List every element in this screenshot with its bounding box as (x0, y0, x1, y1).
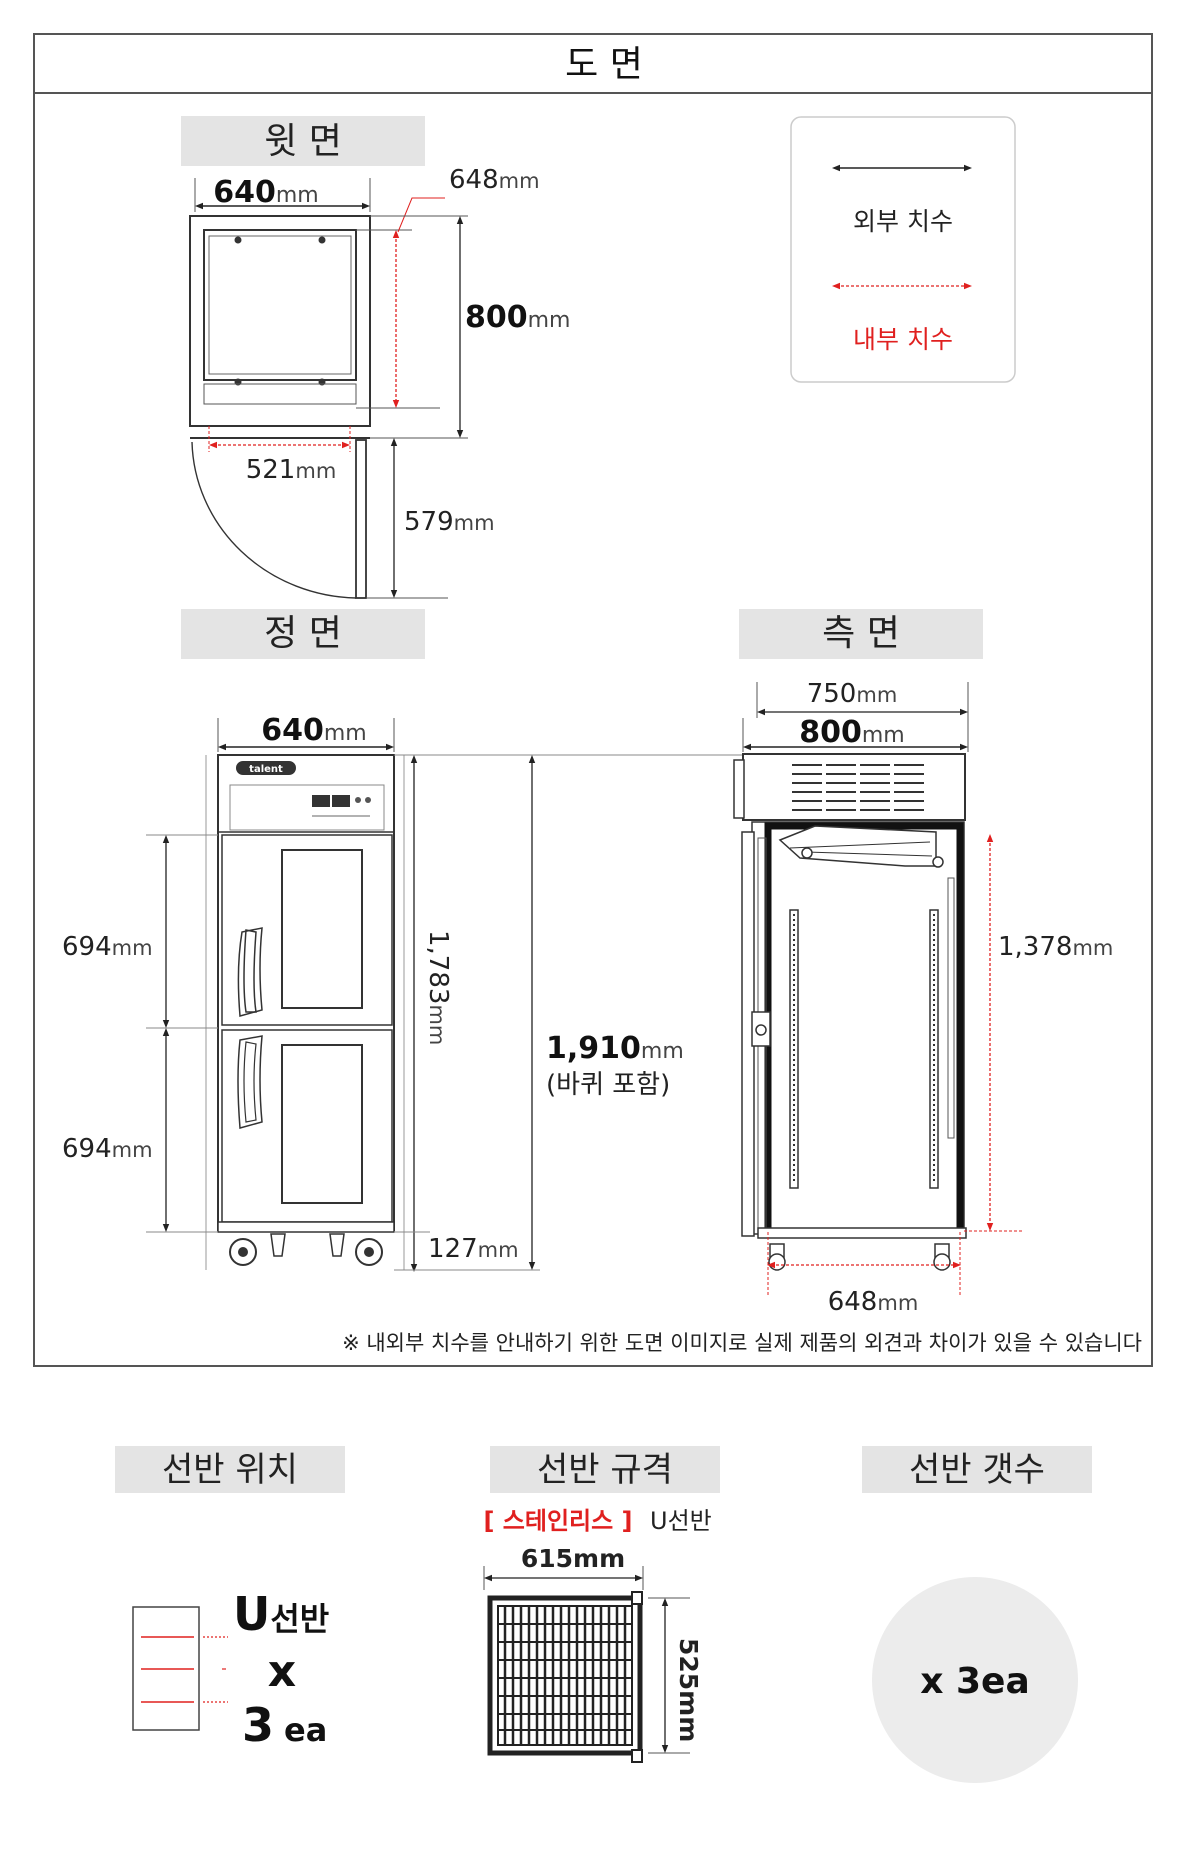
side-view: 측 면 750mm 800mm (733, 609, 1113, 1317)
caster-height-value: 127 (428, 1234, 478, 1264)
svg-text:3ea: 3ea (242, 1698, 327, 1752)
svg-text:750mm: 750mm (807, 679, 898, 709)
total-height-note: (바퀴 포함) (546, 1070, 670, 1100)
svg-text:127mm: 127mm (428, 1234, 519, 1264)
svg-text:640mm: 640mm (261, 713, 367, 748)
side-view-label: 측 면 (822, 613, 900, 654)
main-title: 도 면 (565, 44, 643, 85)
svg-text:U선반: U선반 (233, 1587, 329, 1641)
svg-text:648mm: 648mm (828, 1287, 919, 1317)
svg-text:1,378mm: 1,378mm (998, 932, 1113, 962)
top-depth-value: 800 (465, 300, 528, 335)
shelf-position-label: 선반 위치 (162, 1450, 298, 1490)
shelf-grid (487, 1591, 643, 1763)
svg-text:800mm: 800mm (465, 300, 571, 335)
front-view-label: 정 면 (264, 613, 342, 654)
shelf-material: [ 스테인리스 ] (483, 1507, 632, 1535)
shelf-type-u: U (233, 1587, 270, 1641)
shelf-spec-label: 선반 규격 (537, 1450, 673, 1490)
notice-text: ※ 내외부 치수를 안내하기 위한 도면 이미지로 실제 제품의 외견과 차이가… (342, 1331, 1142, 1355)
shelf-count-circle (872, 1577, 1078, 1783)
shelf-spec-section: 선반 규격 [ 스테인리스 ] U선반 615mm (483, 1446, 720, 1763)
shelf-count-label: 선반 갯수 (909, 1450, 1045, 1490)
svg-text:694mm: 694mm (62, 932, 153, 962)
svg-text:694mm: 694mm (62, 1134, 153, 1164)
dimension-legend: 외부 치수 내부 치수 (790, 116, 1016, 383)
side-depth-inner-value: 750 (807, 679, 857, 709)
top-width-value: 640 (213, 175, 276, 210)
top-view: 윗 면 640mm 521mm 648mm 800mm (181, 116, 571, 599)
shelf-position-count: 3 (242, 1698, 274, 1752)
svg-text:579mm: 579mm (404, 507, 495, 537)
legend-outer-label: 외부 치수 (853, 207, 953, 236)
side-depth-outer-value: 800 (799, 715, 862, 750)
front-view: 정 면 640mm talent (62, 609, 744, 1272)
top-view-label: 윗 면 (264, 121, 342, 162)
top-inner-width-value: 521 (246, 455, 296, 485)
door-swing-value: 579 (404, 507, 454, 537)
side-inner-depth-value: 648 (828, 1287, 878, 1317)
svg-text:521mm: 521mm (246, 455, 337, 485)
svg-text:1,910mm: 1,910mm (546, 1031, 684, 1066)
front-width-value: 640 (261, 713, 324, 748)
shelf-width-value: 615mm (521, 1544, 625, 1573)
svg-text:talent: talent (249, 764, 283, 775)
door-top-height-value: 694 (62, 932, 112, 962)
svg-text:800mm: 800mm (799, 715, 905, 750)
shelf-times-sign: x (268, 1646, 296, 1697)
svg-text:648mm: 648mm (449, 165, 540, 195)
top-inner-depth-value: 648 (449, 165, 499, 195)
side-inner-height-value: 1,378 (998, 932, 1072, 962)
total-height-value: 1,910 (546, 1031, 641, 1066)
body-height-value: 1,783 (423, 930, 453, 1004)
legend-inner-label: 내부 치수 (853, 325, 953, 354)
shelf-count-section: 선반 갯수 x 3ea (862, 1446, 1092, 1783)
svg-text:640mm: 640mm (213, 175, 319, 210)
shelf-type: U선반 (650, 1507, 712, 1535)
door-bottom-height-value: 694 (62, 1134, 112, 1164)
shelf-count-value: x 3ea (920, 1661, 1030, 1702)
shelf-depth-value: 525mm (674, 1638, 703, 1742)
svg-text:1,783mm: 1,783mm (423, 930, 453, 1045)
